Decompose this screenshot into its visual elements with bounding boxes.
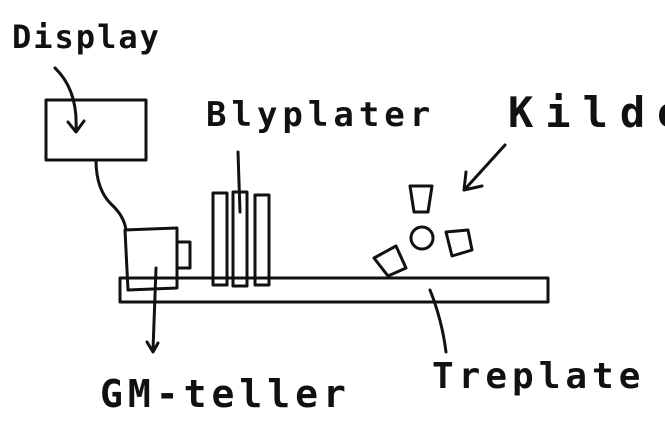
treplate-label: Treplate	[432, 356, 646, 397]
lead-plate-3	[253, 193, 271, 287]
gm-teller-label: GM-teller	[100, 372, 351, 416]
gm-teller-arrowhead	[145, 340, 160, 354]
gm-teller-body	[123, 226, 179, 292]
blyplater-pointer	[236, 150, 242, 214]
display-arrowhead	[66, 119, 86, 134]
gm-teller-handle	[175, 240, 192, 270]
gm-teller-pointer	[151, 266, 158, 352]
display-arrow	[53, 66, 78, 132]
display-cable	[94, 158, 128, 232]
source-blade-right	[444, 228, 474, 258]
lead-plate-1	[211, 191, 229, 287]
kilde-arrowhead	[462, 170, 484, 192]
treplate-pointer	[428, 288, 448, 354]
blyplater-label: Blyplater	[206, 95, 436, 135]
display-box	[44, 98, 148, 162]
kilde-label: Kilde	[508, 88, 665, 137]
source-blade-left	[372, 244, 408, 278]
treplate-board	[118, 276, 550, 304]
kilde-arrow	[464, 143, 507, 190]
source-blade-top	[408, 184, 434, 214]
display-label: Display	[12, 18, 161, 56]
source-center	[409, 225, 435, 251]
